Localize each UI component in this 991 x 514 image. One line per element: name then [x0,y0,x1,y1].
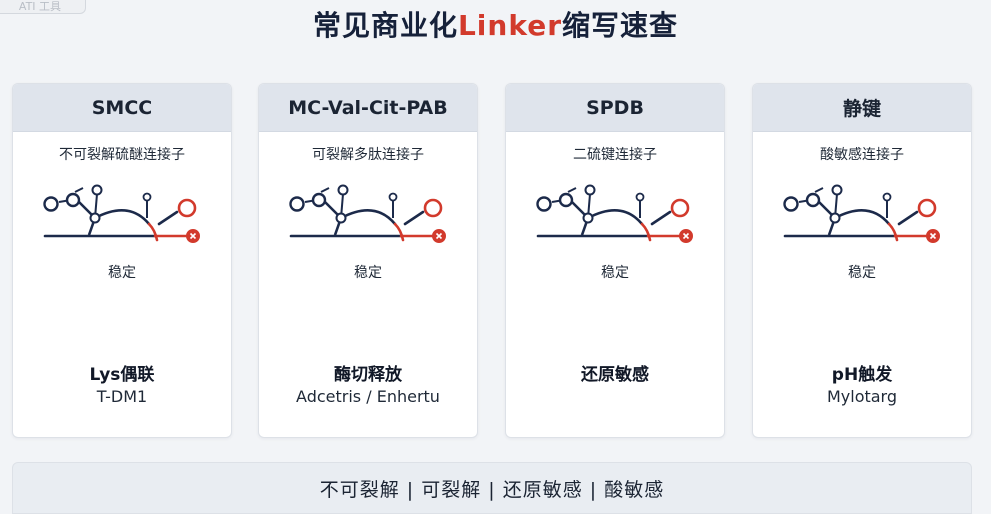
card-title: SMCC [13,84,231,132]
card-title: MC-Val-Cit-PAB [259,84,477,132]
linker-structure-icon [536,184,693,243]
card-stability: 稳定 [108,265,136,281]
linker-card-mc-val-cit-pab: MC-Val-Cit-PAB 可裂解多肽连接子 稳定 酶切释放 Adcetris… [258,83,478,438]
title-prefix: 常见商业化 [312,9,458,42]
title-suffix: 缩写速查 [562,9,679,42]
card-description: 不可裂解硫醚连接子 [59,147,185,163]
card-description: 酸敏感连接子 [820,147,904,163]
card-stability: 稳定 [354,265,382,281]
card-stability: 稳定 [848,265,876,281]
linker-card-hydrazone: 静键 酸敏感连接子 稳定 pH触发 Mylotarg [752,83,972,438]
card-stability: 稳定 [601,265,629,281]
card-title: 静键 [753,84,971,132]
card-description: 二硫键连接子 [573,147,657,163]
linker-category-summary: 不可裂解 | 可裂解 | 还原敏感 | 酸敏感 [12,462,972,514]
page-title: 常见商业化Linker缩写速查 [0,4,991,44]
title-accent: Linker [457,9,563,42]
card-mechanism: pH触发 [831,365,893,385]
linker-card-grid: SMCC 不可裂解硫醚连接子 稳定 Lys偶联 T-DM1 MC-Val-Cit… [12,83,972,438]
linker-structure-icon [783,184,940,243]
linker-structure-icon [289,184,446,243]
linker-card-smcc: SMCC 不可裂解硫醚连接子 稳定 Lys偶联 T-DM1 [12,83,232,438]
card-mechanism: 酶切释放 [334,365,402,385]
card-mechanism: Lys偶联 [89,365,155,385]
linker-card-spdb: SPDB 二硫键连接子 稳定 还原敏感 [505,83,725,438]
linker-structure-icon [43,184,200,243]
card-example: Adcetris / Enhertu [296,387,440,406]
card-title: SPDB [506,84,724,132]
card-mechanism: 还原敏感 [581,365,649,385]
card-example: Mylotarg [826,387,898,406]
card-description: 可裂解多肽连接子 [312,147,424,163]
corner-badge: ATI 工具 [0,0,86,14]
card-example: T-DM1 [96,387,148,406]
